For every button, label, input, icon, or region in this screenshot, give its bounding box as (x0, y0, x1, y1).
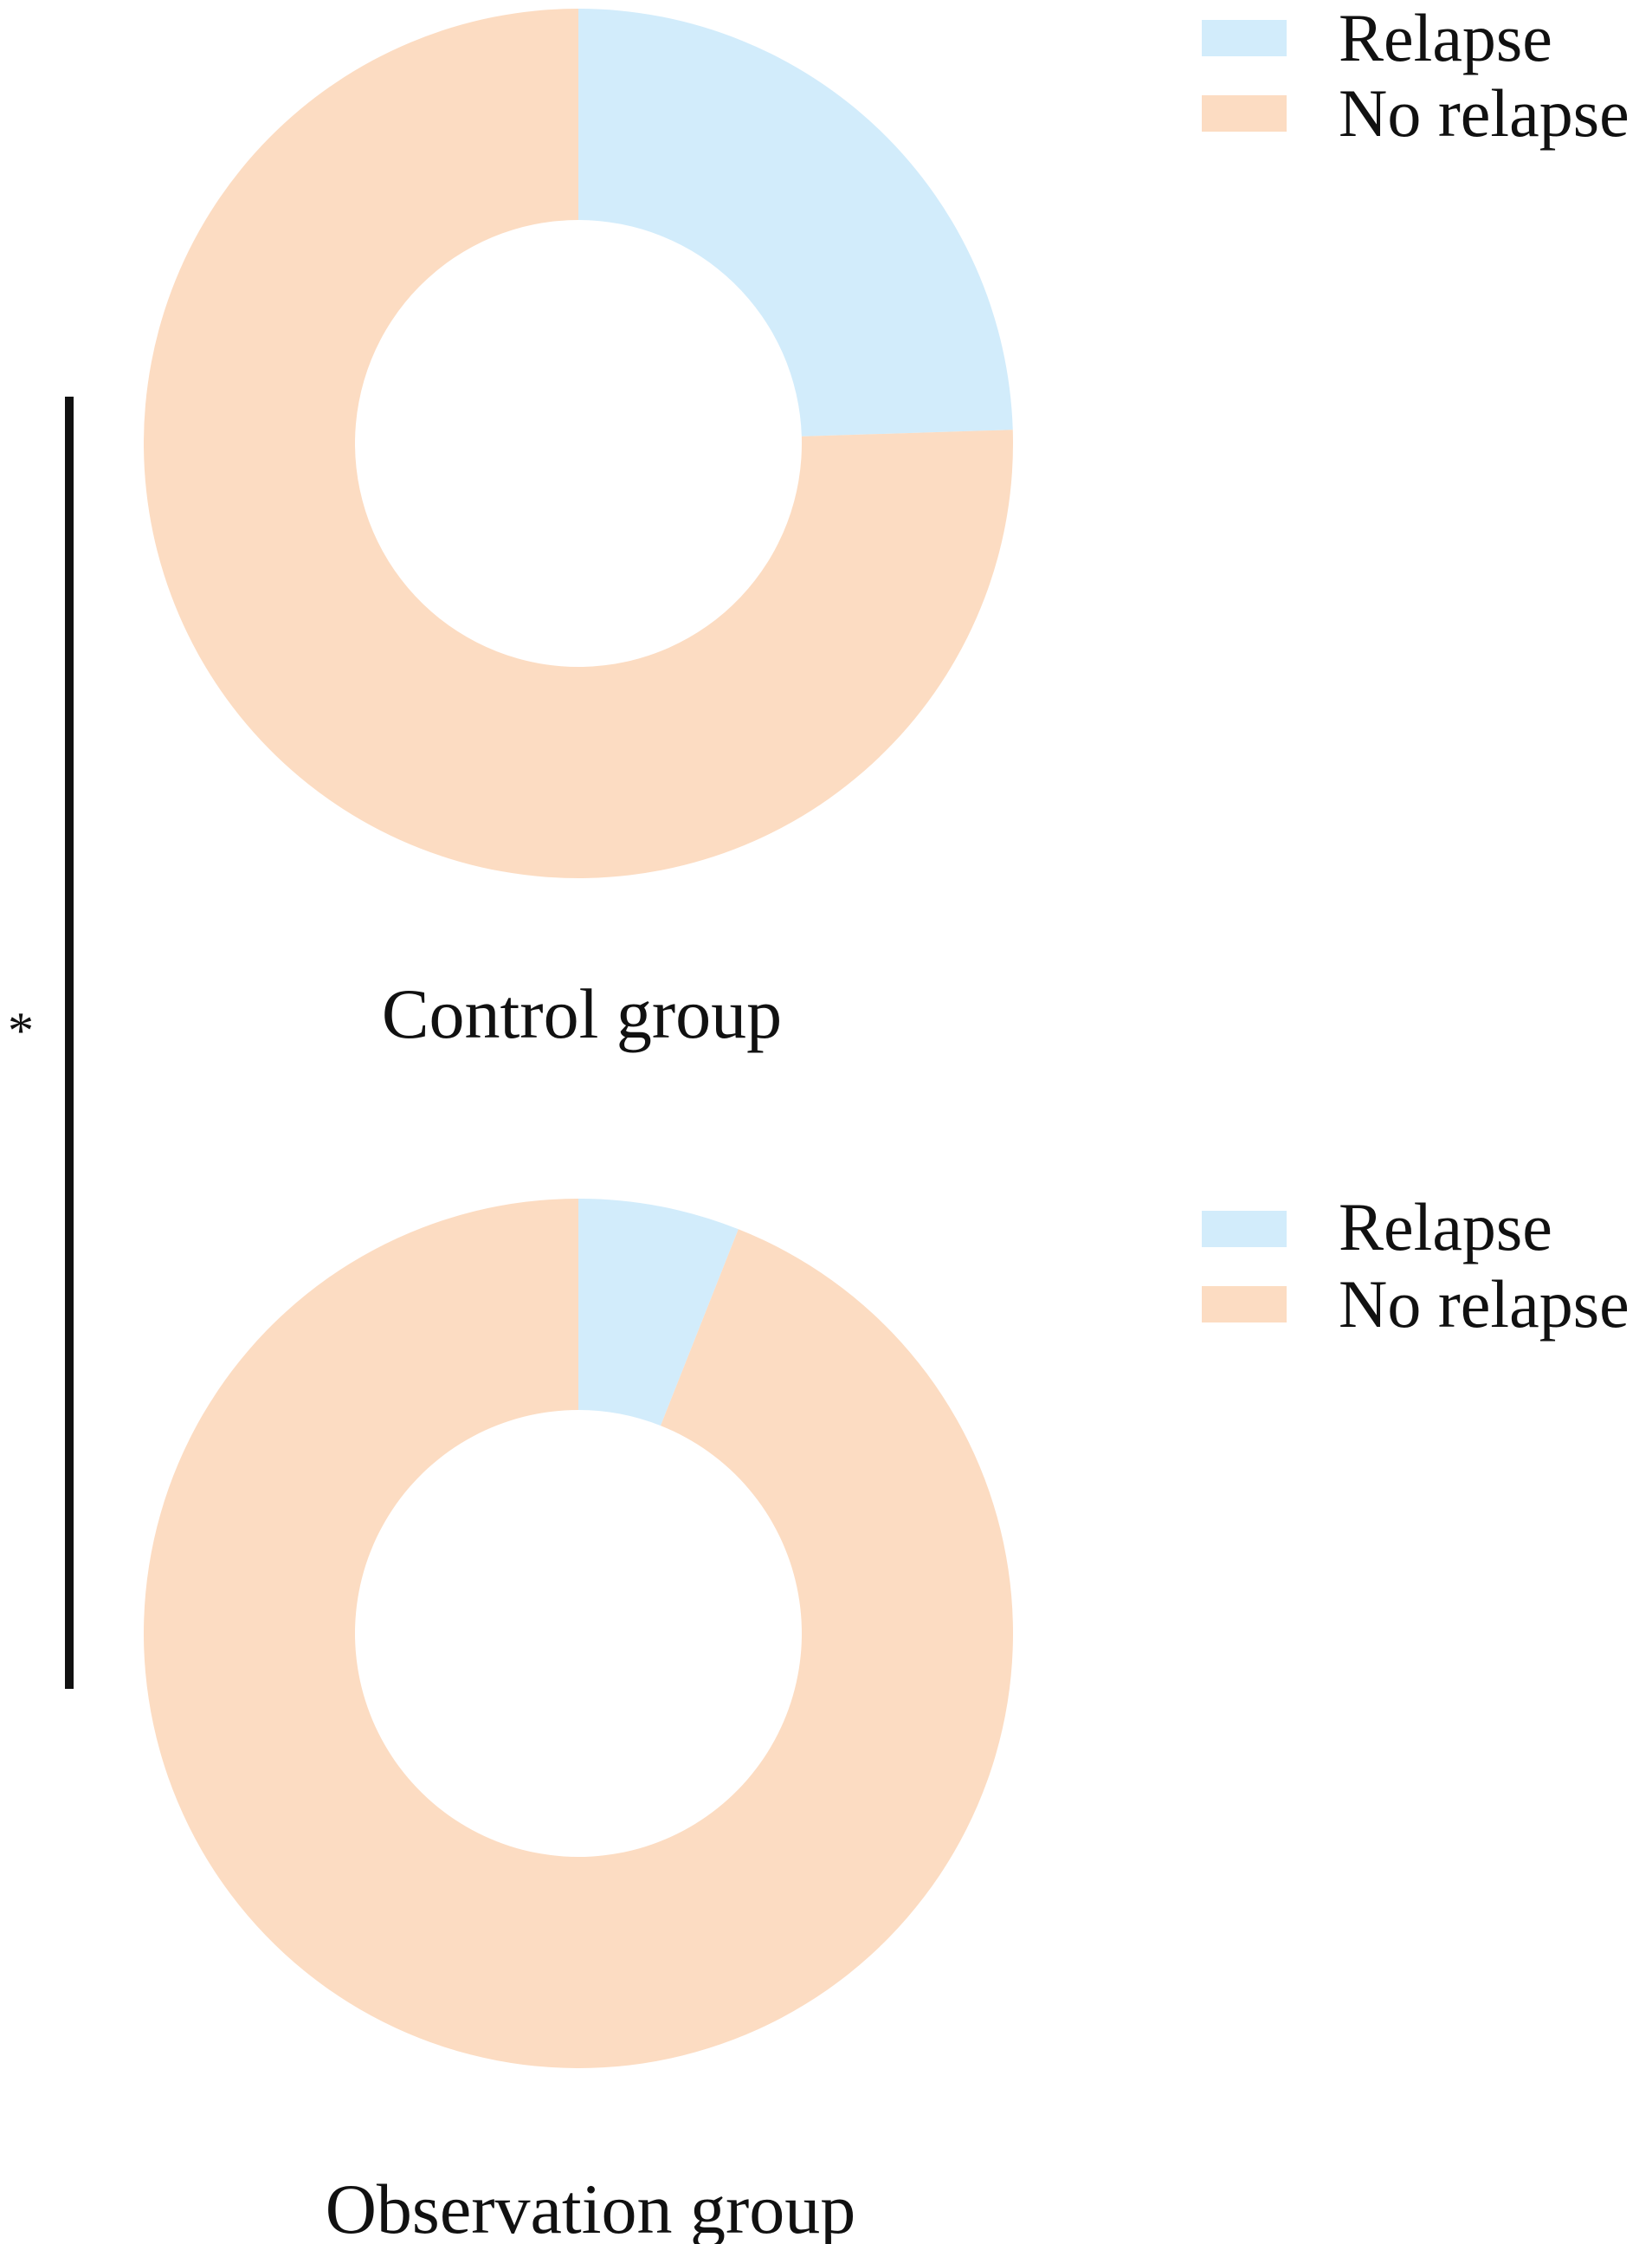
legend-label-no-relapse: No relapse (1339, 1266, 1629, 1342)
control-group-slice-no-relapse (144, 9, 1013, 878)
legend-swatch-relapse (1202, 1211, 1287, 1247)
control-group-label: Control group (382, 974, 782, 1053)
legend-label-relapse: Relapse (1339, 1189, 1552, 1264)
legend-label-no-relapse: No relapse (1339, 75, 1629, 151)
legend-swatch-no-relapse (1202, 95, 1287, 132)
legend-swatch-relapse (1202, 20, 1287, 56)
observation-group-legend: Relapse No relapse (1202, 1189, 1629, 1342)
observation-group-slice-no-relapse (144, 1199, 1014, 2068)
observation-group-slice-relapse (578, 1199, 739, 1426)
control-group-legend: Relapse No relapse (1202, 0, 1629, 151)
legend-swatch-no-relapse (1202, 1286, 1287, 1322)
control-group-donut-chart (144, 9, 1013, 878)
observation-group-donut-chart (144, 1199, 1014, 2068)
significance-marker: * (8, 1002, 34, 1059)
observation-group-label: Observation group (326, 2170, 856, 2244)
legend-label-relapse: Relapse (1339, 0, 1552, 75)
control-group-slice-relapse (578, 9, 1013, 437)
